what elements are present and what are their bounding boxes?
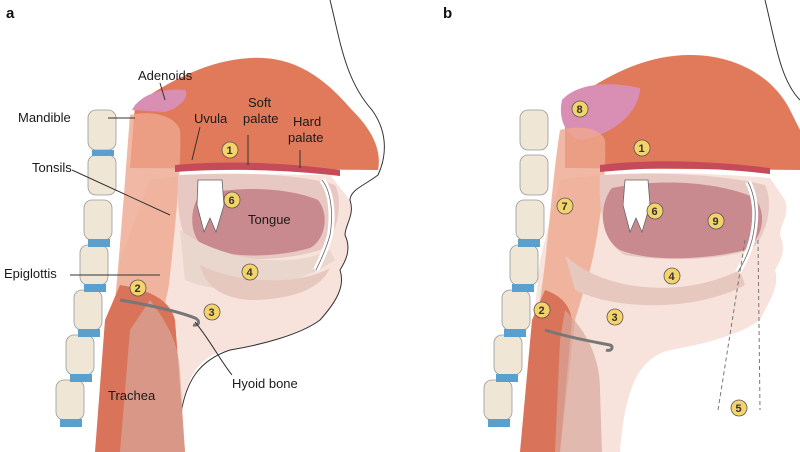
panel-label-a: a <box>6 5 15 22</box>
oesophagus <box>120 300 185 452</box>
cervical-spine-b <box>483 109 549 427</box>
svg-text:2: 2 <box>539 305 545 317</box>
marker-a-4: 4 <box>241 263 259 281</box>
svg-text:8: 8 <box>577 104 583 116</box>
panel-a: a Adenoids Mandible Uvula Soft palate Ha… <box>4 0 560 452</box>
cervical-spine <box>55 109 117 427</box>
label-uvula: Uvula <box>194 111 228 126</box>
nasal-cavity-b <box>565 55 800 170</box>
marker-b-9: 9 <box>707 212 725 230</box>
marker-b-4: 4 <box>663 267 681 285</box>
label-soft-palate-line2: palate <box>243 111 278 126</box>
svg-text:5: 5 <box>736 403 742 415</box>
marker-b-8: 8 <box>571 100 589 118</box>
label-trachea: Trachea <box>108 388 156 403</box>
svg-text:2: 2 <box>135 283 141 295</box>
svg-text:4: 4 <box>247 267 254 279</box>
chin-area <box>200 265 330 300</box>
marker-b-6: 6 <box>646 202 664 220</box>
leader-uvula <box>191 126 201 161</box>
svg-text:6: 6 <box>229 195 235 207</box>
svg-text:9: 9 <box>713 216 719 228</box>
label-soft-palate-line1: Soft <box>248 95 272 110</box>
dashed-line-2 <box>757 239 761 411</box>
leader-tonsils <box>71 169 171 216</box>
incisors-outline <box>315 179 332 271</box>
panel-label-b: b <box>443 5 452 22</box>
svg-text:4: 4 <box>669 271 676 283</box>
marker-b-2: 2 <box>533 301 551 319</box>
hard-palate-b <box>600 161 770 174</box>
marker-b-3: 3 <box>606 308 624 326</box>
marker-a-3: 3 <box>203 303 221 321</box>
svg-text:6: 6 <box>652 206 658 218</box>
marker-a-6: 6 <box>223 191 241 209</box>
hard-palate <box>175 162 340 176</box>
hyoid-bone-shape-b <box>544 328 614 352</box>
panel-b: b 1 2 3 4 5 6 7 8 9 <box>443 0 800 452</box>
incisors-b-outline <box>737 181 756 273</box>
marker-a-1: 1 <box>221 141 239 159</box>
enlarged-adenoids <box>560 84 640 140</box>
svg-text:3: 3 <box>209 307 215 319</box>
label-mandible: Mandible <box>18 110 71 125</box>
label-hyoid-bone: Hyoid bone <box>232 376 298 391</box>
label-hard-palate-line2: palate <box>288 130 323 145</box>
adenoids-shape <box>132 89 187 112</box>
face-outline <box>180 0 560 452</box>
label-tonsils: Tonsils <box>32 160 72 175</box>
label-adenoids: Adenoids <box>138 68 193 83</box>
marker-a-2: 2 <box>129 279 147 297</box>
nasal-cavity <box>130 57 379 171</box>
tongue-shape <box>192 188 325 256</box>
label-hard-palate-line1: Hard <box>293 114 321 129</box>
marker-b-1: 1 <box>633 139 651 157</box>
svg-text:3: 3 <box>612 312 618 324</box>
molar-tooth-b <box>622 179 651 234</box>
hyoid-bone-shape <box>119 298 200 327</box>
marker-b-5: 5 <box>730 399 748 417</box>
oesophagus-b <box>555 310 602 452</box>
molar-tooth <box>196 179 225 234</box>
dashed-line-1 <box>717 239 746 411</box>
svg-text:1: 1 <box>227 145 233 157</box>
svg-text:1: 1 <box>639 143 645 155</box>
leader-adenoids <box>159 82 166 101</box>
retruded-jaw <box>565 255 745 306</box>
face-profile-line-b <box>764 0 800 101</box>
face-profile-line <box>179 0 385 452</box>
label-tongue: Tongue <box>248 212 291 227</box>
leader-hyoid <box>194 321 233 376</box>
marker-b-7: 7 <box>556 197 574 215</box>
label-epiglottis: Epiglottis <box>4 266 57 281</box>
svg-text:7: 7 <box>562 201 568 213</box>
